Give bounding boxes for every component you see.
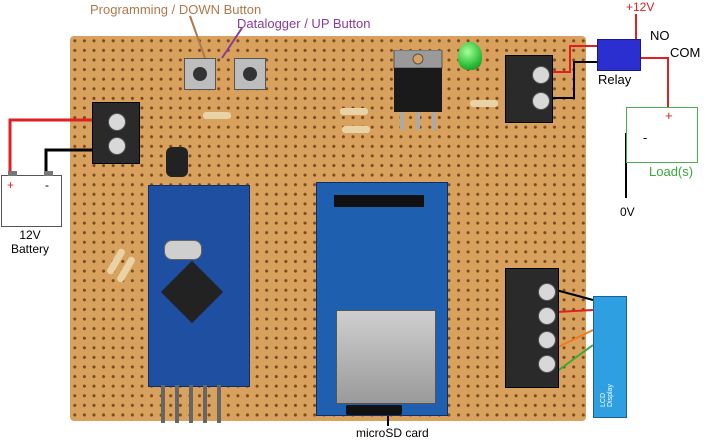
- battery-red-wire: [8, 118, 100, 182]
- battery-label: 12V Battery: [0, 228, 60, 256]
- screw-icon: [532, 66, 550, 84]
- lcd-terminal-block: [505, 268, 559, 388]
- com-label: COM: [670, 45, 701, 60]
- load-symbol: + - Load(s): [626, 107, 698, 179]
- battery-minus-sign: -: [45, 178, 49, 192]
- sd-module-header: [334, 195, 424, 207]
- screw-icon: [538, 307, 556, 325]
- lcd-wire-green: [555, 344, 594, 373]
- lcd-display-label: LCD Display: [600, 384, 614, 407]
- load-plus-sign: +: [665, 108, 673, 123]
- programming-button-label: Programming / DOWN Button: [90, 2, 262, 17]
- relay-output-terminal: [505, 55, 553, 123]
- load-label: Load(s): [649, 164, 694, 179]
- battery-label-voltage: 12V: [19, 228, 41, 242]
- voltage-regulator: [393, 50, 443, 130]
- power-input-terminal: [92, 102, 140, 164]
- programming-down-button[interactable]: [184, 58, 216, 90]
- load-minus-sign: -: [643, 130, 648, 145]
- lcd-wire-black: [555, 289, 594, 301]
- lcd-display: LCD Display: [593, 296, 627, 418]
- screw-icon: [108, 113, 126, 131]
- screw-icon: [538, 331, 556, 349]
- button-cap: [243, 67, 257, 81]
- relay-symbol: [597, 39, 641, 71]
- battery-label-name: Battery: [10, 242, 49, 256]
- lcd-wire-orange: [555, 329, 594, 349]
- green-led: [458, 42, 482, 70]
- lcd-wire-red: [555, 309, 594, 313]
- crystal-oscillator: [164, 240, 202, 260]
- datalogger-button-label: Datalogger / UP Button: [237, 16, 371, 31]
- datalogger-up-button[interactable]: [234, 58, 266, 90]
- relay-red-wire: [548, 45, 597, 73]
- battery-plus-terminal: [8, 171, 17, 176]
- electrolytic-capacitor: [166, 147, 188, 177]
- screw-icon: [108, 137, 126, 155]
- resistor: [342, 126, 370, 133]
- datalogger-pointer: [221, 27, 243, 59]
- no-label: NO: [650, 28, 670, 43]
- programming-pointer: [189, 15, 206, 59]
- header-pins: [161, 385, 221, 423]
- screw-icon: [538, 283, 556, 301]
- resistor: [470, 100, 498, 107]
- resistor: [203, 112, 231, 119]
- plus-12v-label: +12V: [626, 0, 655, 14]
- microsd-card-slot: [336, 310, 436, 404]
- zero-v-label: 0V: [620, 205, 635, 219]
- screw-icon: [538, 355, 556, 373]
- button-cap: [193, 67, 207, 81]
- resistor: [340, 108, 368, 115]
- relay-com-wire: [639, 57, 669, 107]
- microsd-card: [346, 405, 402, 415]
- battery-symbol: + -: [1, 171, 62, 227]
- battery-minus-terminal: [44, 171, 53, 176]
- battery-plus-sign: +: [7, 178, 15, 192]
- relay-label: Relay: [598, 72, 632, 87]
- relay-black-wire: [548, 61, 597, 99]
- microsd-label: microSD card: [356, 426, 429, 440]
- screw-icon: [532, 92, 550, 110]
